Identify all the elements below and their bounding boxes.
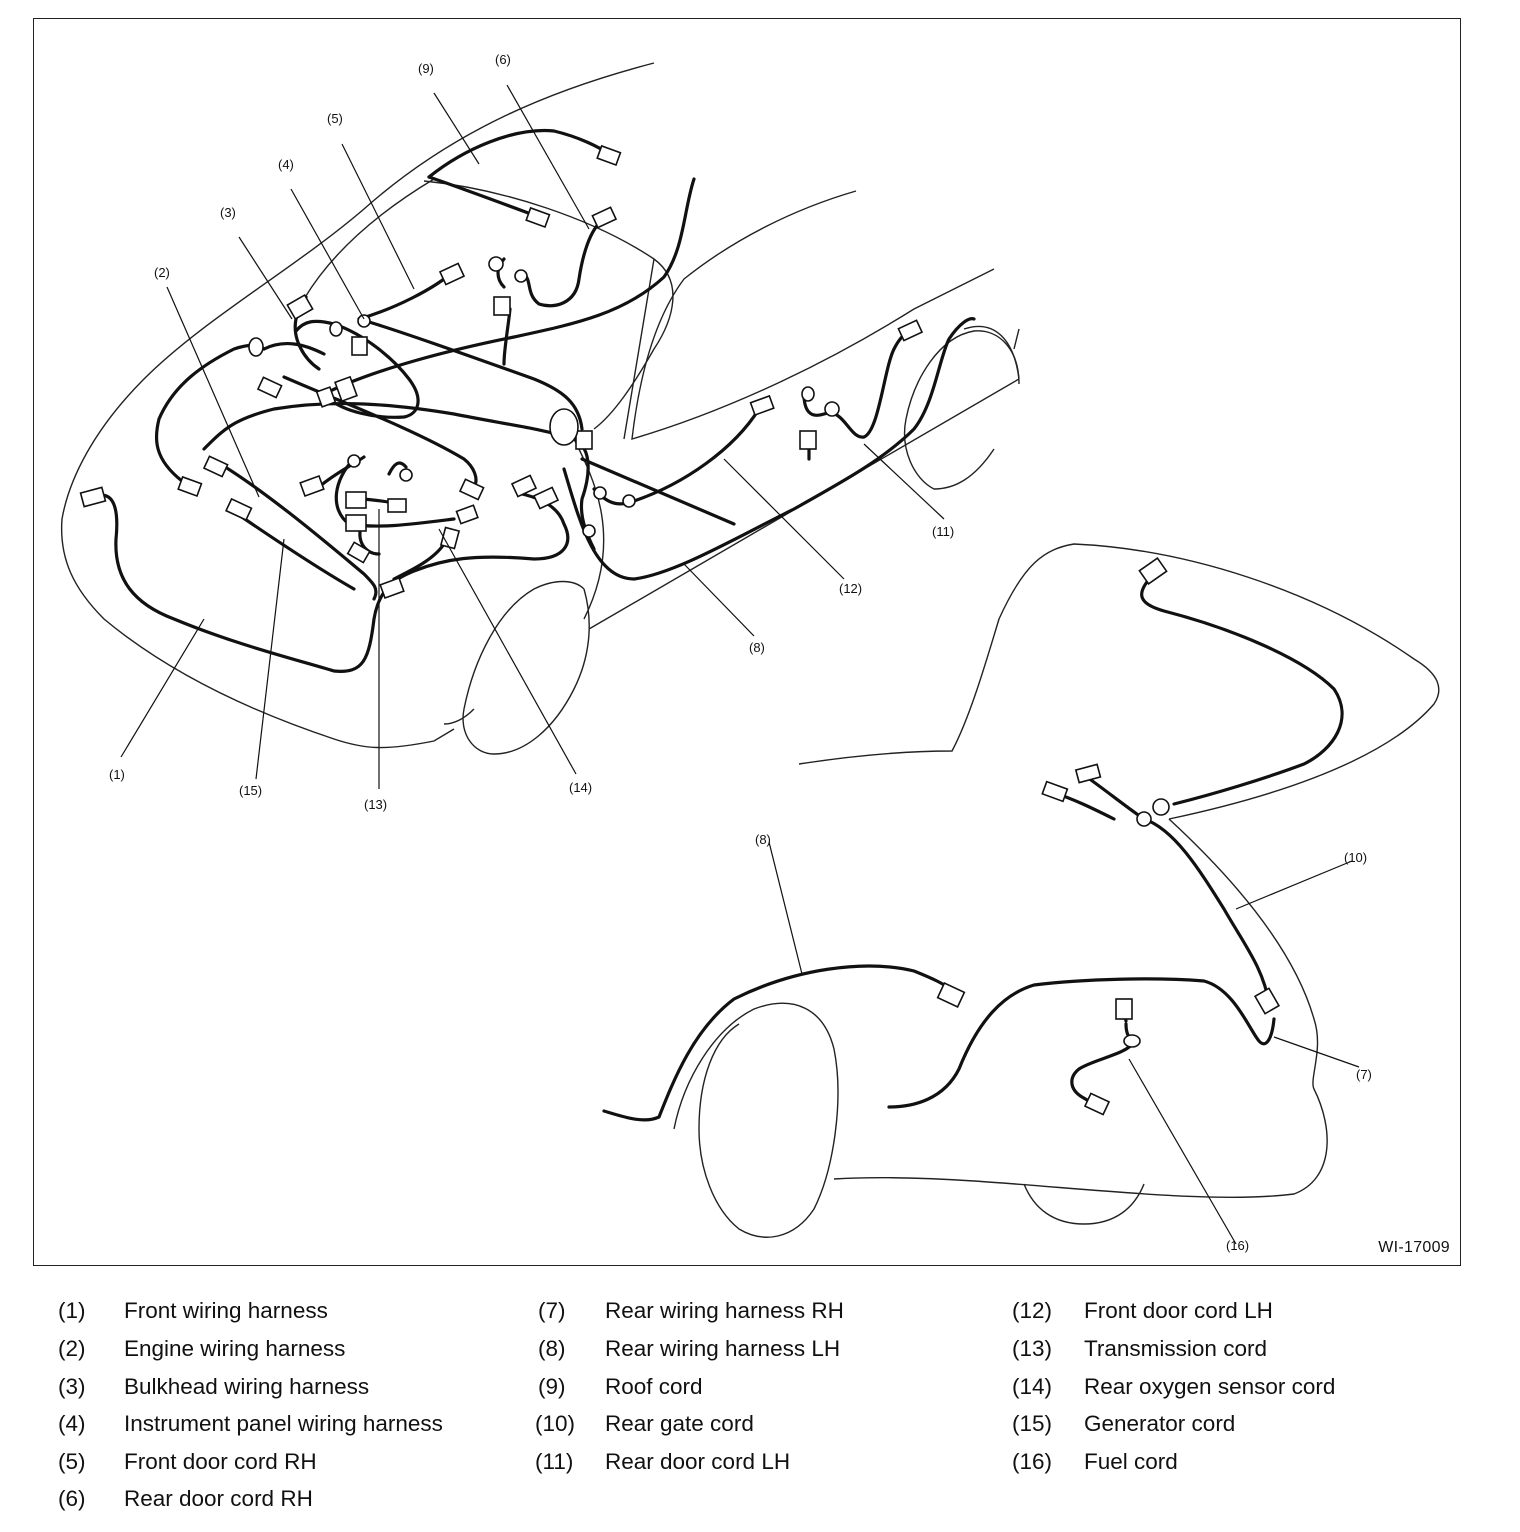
legend-num: (14) [1012,1374,1053,1399]
rear-vehicle-outline [673,543,1440,1238]
legend-label: Front door cord RH [124,1449,317,1474]
legend-label: Fuel cord [1084,1449,1178,1474]
front-wiring-harness [92,492,570,673]
legend-num: (4) [58,1411,86,1436]
legend: (1) Front wiring harness (2) Engine wiring… [0,1296,1520,1526]
legend-num: (7) [538,1298,566,1323]
legend-label: Transmission cord [1084,1336,1267,1361]
rear-wiring-harness-lh-rear-view [602,964,956,1122]
legend-label: Rear wiring harness LH [605,1336,841,1361]
front-vehicle-outline [60,62,1020,755]
legend-num: (13) [1012,1336,1053,1361]
callout-1: (1) [109,767,125,782]
engine-wiring-harness [202,401,596,551]
legend-num: (11) [535,1449,574,1474]
legend-label: Rear wiring harness RH [605,1298,844,1323]
callout-2: (2) [154,265,170,280]
legend-num: (9) [538,1374,566,1399]
callout-11: (11) [932,524,954,539]
callout-8-rear: (8) [755,832,771,847]
instrument-panel-wiring-harness [357,317,584,431]
legend-num: (3) [58,1374,86,1399]
callout-leaders [120,84,1360,1245]
legend-label: Front wiring harness [124,1298,328,1323]
rear-harness-wires [602,572,1344,1122]
front-door-cord-rh [357,269,456,321]
rear-door-cord-rh [522,217,606,308]
rear-oxygen-sensor-cord [392,542,446,581]
legend-num: (10) [535,1411,576,1436]
callout-7: (7) [1356,1067,1372,1082]
figure-id-label: WI-17009 [1378,1239,1450,1256]
wiring-diagram-figure: (1) (2) (3) (4) (5) (6) (9) (11) (12) (8… [33,18,1461,1266]
legend-label: Roof cord [605,1374,703,1399]
callout-10: (10) [1344,850,1367,865]
callout-labels: (1) (2) (3) (4) (5) (6) (9) (11) (12) (8… [109,52,1372,1253]
callout-5: (5) [327,111,343,126]
legend-label: Generator cord [1084,1411,1236,1436]
callout-8: (8) [749,640,765,655]
rear-gate-cord [1140,572,1344,806]
legend-label: Instrument panel wiring harness [124,1411,443,1436]
callout-6: (6) [495,52,511,67]
rear-wiring-harness-rh [887,977,1276,1109]
callout-13: (13) [364,797,387,812]
legend-label: Engine wiring harness [124,1336,346,1361]
fuel-cord [1070,1039,1136,1109]
front-clips [248,256,840,538]
callout-9: (9) [418,61,434,76]
callout-3: (3) [220,205,236,220]
legend-num: (8) [538,1336,566,1361]
legend-num: (6) [58,1486,86,1511]
legend-num: (15) [1012,1411,1053,1436]
roof-cord [427,128,611,179]
legend-label: Rear oxygen sensor cord [1084,1374,1336,1399]
callout-15: (15) [239,783,262,798]
legend-label: Rear door cord LH [605,1449,791,1474]
legend-num: (5) [58,1449,86,1474]
generator-cord [234,511,356,591]
callout-12: (12) [839,581,862,596]
rear-wiring-harness-lh [562,317,976,581]
rear-door-cord-lh [802,329,911,439]
legend-label: Bulkhead wiring harness [124,1374,370,1399]
callout-16: (16) [1226,1238,1249,1253]
legend-num: (12) [1012,1298,1053,1323]
front-door-cord-lh [592,407,761,506]
callout-4: (4) [278,157,294,172]
legend-label: Front door cord LH [1084,1298,1273,1323]
legend-label: Rear gate cord [605,1411,754,1436]
wiring-diagram-drawing: (1) (2) (3) (4) (5) (6) (9) (11) (12) (8… [60,52,1440,1253]
legend-num: (16) [1012,1449,1053,1474]
legend-num: (2) [58,1336,86,1361]
front-connectors [79,144,924,600]
legend-num: (1) [58,1298,86,1323]
rear-connectors [936,557,1281,1116]
legend-label: Rear door cord RH [124,1486,313,1511]
callout-14: (14) [569,780,592,795]
